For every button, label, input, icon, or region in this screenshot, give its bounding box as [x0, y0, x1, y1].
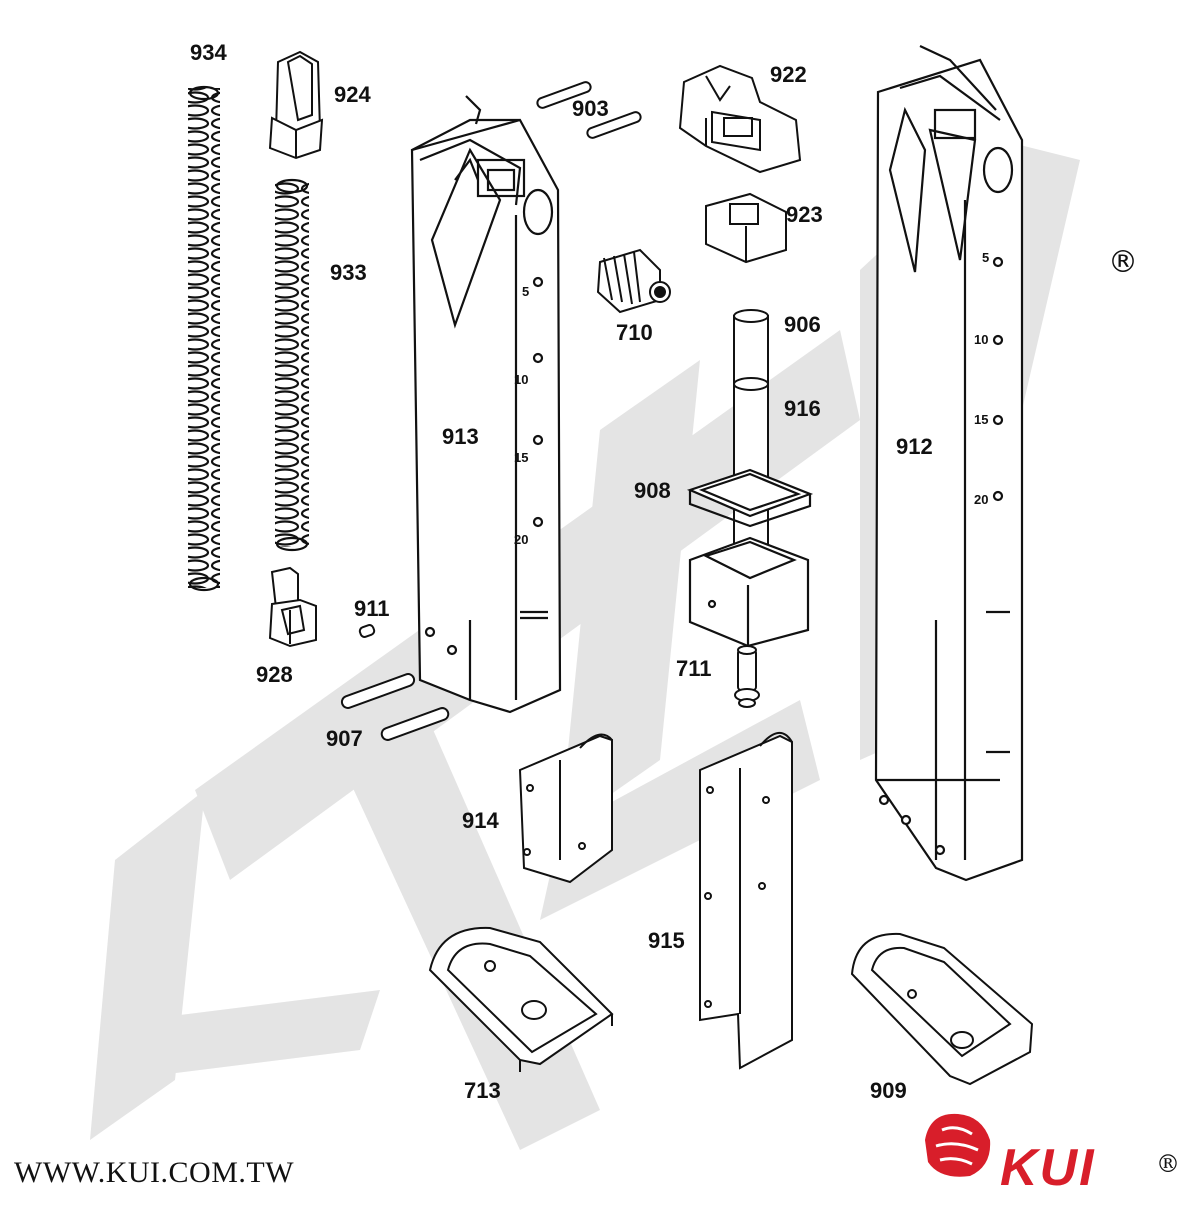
brand-name: KUI [1000, 1139, 1096, 1197]
round-mark-5: 5 [982, 250, 989, 265]
label-710: 710 [616, 320, 653, 345]
plate-915 [699, 732, 793, 1070]
label-912: 912 [896, 434, 933, 459]
follower-924 [268, 50, 324, 160]
label-908: 908 [634, 478, 671, 503]
label-922: 922 [770, 62, 807, 87]
valve-711 [734, 645, 760, 708]
base-plate-909 [850, 932, 1034, 1086]
pins-907 [340, 673, 450, 741]
pin-911 [358, 624, 376, 638]
label-907: 907 [326, 726, 363, 751]
label-923: 923 [786, 202, 823, 227]
seal-908 [686, 468, 814, 528]
label-916: 916 [784, 396, 821, 421]
magazine-body-912 [874, 45, 1024, 882]
round-markings-912: 5 10 15 20 [974, 250, 989, 507]
kui-lion-logo [925, 1113, 991, 1177]
label-928: 928 [256, 662, 293, 687]
base-plate-713 [428, 926, 614, 1072]
website-link[interactable]: WWW.KUI.COM.TW [14, 1156, 295, 1189]
plate-914 [518, 733, 613, 884]
round-mark-20: 20 [514, 532, 528, 547]
round-mark-10: 10 [514, 372, 528, 387]
label-913: 913 [442, 424, 479, 449]
valve-710 [596, 248, 671, 314]
round-mark-15: 15 [974, 412, 988, 427]
round-mark-5: 5 [522, 284, 529, 299]
pins-903 [536, 81, 642, 139]
label-933: 933 [330, 260, 367, 285]
label-909: 909 [870, 1078, 907, 1103]
nozzle-block-922 [678, 64, 802, 174]
label-906: 906 [784, 312, 821, 337]
label-911: 911 [354, 596, 390, 621]
label-934: 934 [190, 40, 227, 65]
spring-933 [275, 178, 309, 552]
label-903: 903 [572, 96, 609, 121]
registered-mark: ® [1108, 245, 1138, 280]
round-markings-913: 5 10 15 20 [514, 284, 529, 547]
label-711: 711 [676, 656, 712, 681]
round-mark-20: 20 [974, 492, 988, 507]
label-924: 924 [334, 82, 371, 107]
rubber-lip-923 [705, 192, 787, 264]
valve-body [688, 536, 810, 648]
label-915: 915 [648, 928, 685, 953]
spring-934 [188, 85, 220, 592]
round-mark-15: 15 [514, 450, 528, 465]
spring-base-928 [268, 566, 317, 648]
brand-registered-mark: ® [1156, 1150, 1180, 1178]
round-mark-10: 10 [974, 332, 988, 347]
label-914: 914 [462, 808, 499, 833]
label-713: 713 [464, 1078, 501, 1103]
magazine-body-913 [410, 95, 562, 714]
